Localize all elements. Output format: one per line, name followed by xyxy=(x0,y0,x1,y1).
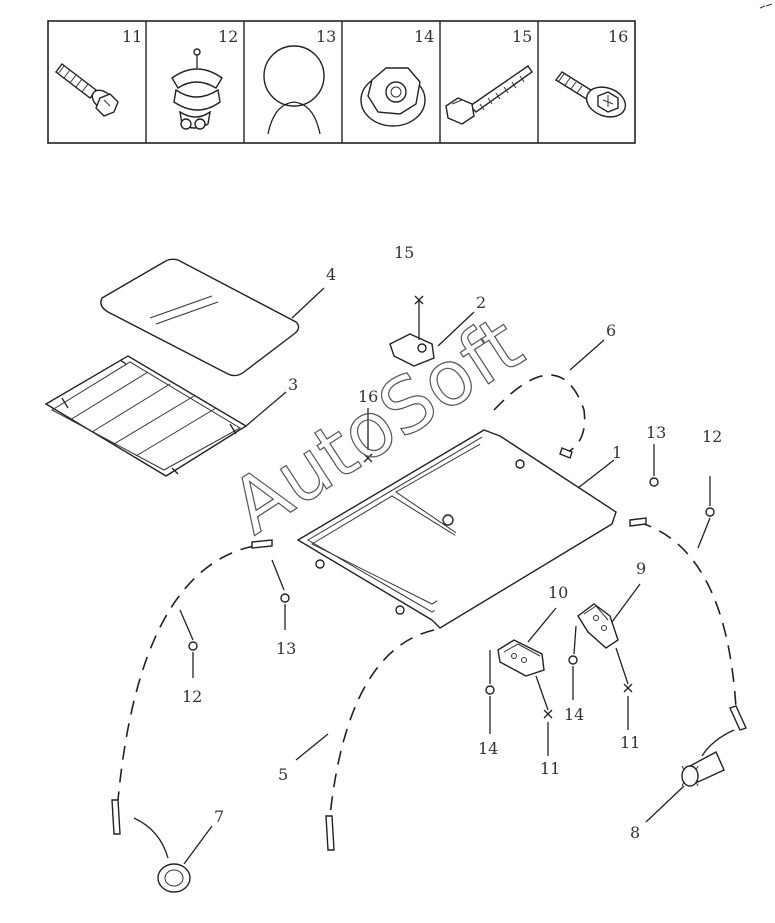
guide-block-left xyxy=(485,607,557,756)
glass-panel xyxy=(100,258,325,377)
callout-5: 5 xyxy=(278,765,288,784)
callout-12-right: 12 xyxy=(702,427,722,446)
drain-valve-right xyxy=(645,729,735,823)
callout-7: 7 xyxy=(214,807,224,826)
legend-num-11: 11 xyxy=(122,27,142,46)
callout-4: 4 xyxy=(326,265,336,284)
drain-hose-rear xyxy=(295,629,435,851)
grommet-icon xyxy=(263,45,325,135)
callout-1: 1 xyxy=(612,443,622,462)
sunroof-frame xyxy=(296,408,617,629)
guide-block-right xyxy=(568,583,641,730)
legend-num-12: 12 xyxy=(218,27,238,46)
washer-bolt-icon xyxy=(554,71,627,118)
legend-num-13: 13 xyxy=(316,27,336,46)
callout-8: 8 xyxy=(630,823,640,842)
callout-15: 15 xyxy=(394,243,414,262)
clip-icon xyxy=(171,48,223,130)
bracket xyxy=(389,295,475,367)
callout-10: 10 xyxy=(548,583,568,602)
flange-bolt-icon xyxy=(55,63,119,117)
callout-11-right: 11 xyxy=(620,733,640,752)
callout-3: 3 xyxy=(288,375,298,394)
callout-numbers: 1 2 3 4 5 6 7 8 9 10 11 11 12 12 13 13 1… xyxy=(182,243,722,842)
callout-2: 2 xyxy=(476,293,486,312)
callout-9: 9 xyxy=(636,559,646,578)
tapping-screw-icon xyxy=(445,65,533,125)
fastener-legend-table: 11 12 13 14 15 16 xyxy=(47,20,636,144)
callout-6: 6 xyxy=(606,321,616,340)
legend-num-14: 14 xyxy=(414,27,434,46)
legend-num-16: 16 xyxy=(608,27,628,46)
callout-11-left: 11 xyxy=(540,759,560,778)
callout-12-left: 12 xyxy=(182,687,202,706)
callout-14-left: 14 xyxy=(478,739,498,758)
callout-16: 16 xyxy=(358,387,378,406)
callout-13-left: 13 xyxy=(276,639,296,658)
legend-num-15: 15 xyxy=(512,27,532,46)
callout-14-right: 14 xyxy=(564,705,584,724)
sunshade xyxy=(44,355,287,477)
corner-mark xyxy=(759,3,773,9)
callout-13-right: 13 xyxy=(646,423,666,442)
drain-hose-right xyxy=(629,444,747,731)
flange-nut-icon xyxy=(360,67,426,127)
drain-hose-left xyxy=(111,539,290,835)
drain-hose-front-right xyxy=(493,339,605,459)
drain-grommet-left xyxy=(133,817,213,893)
